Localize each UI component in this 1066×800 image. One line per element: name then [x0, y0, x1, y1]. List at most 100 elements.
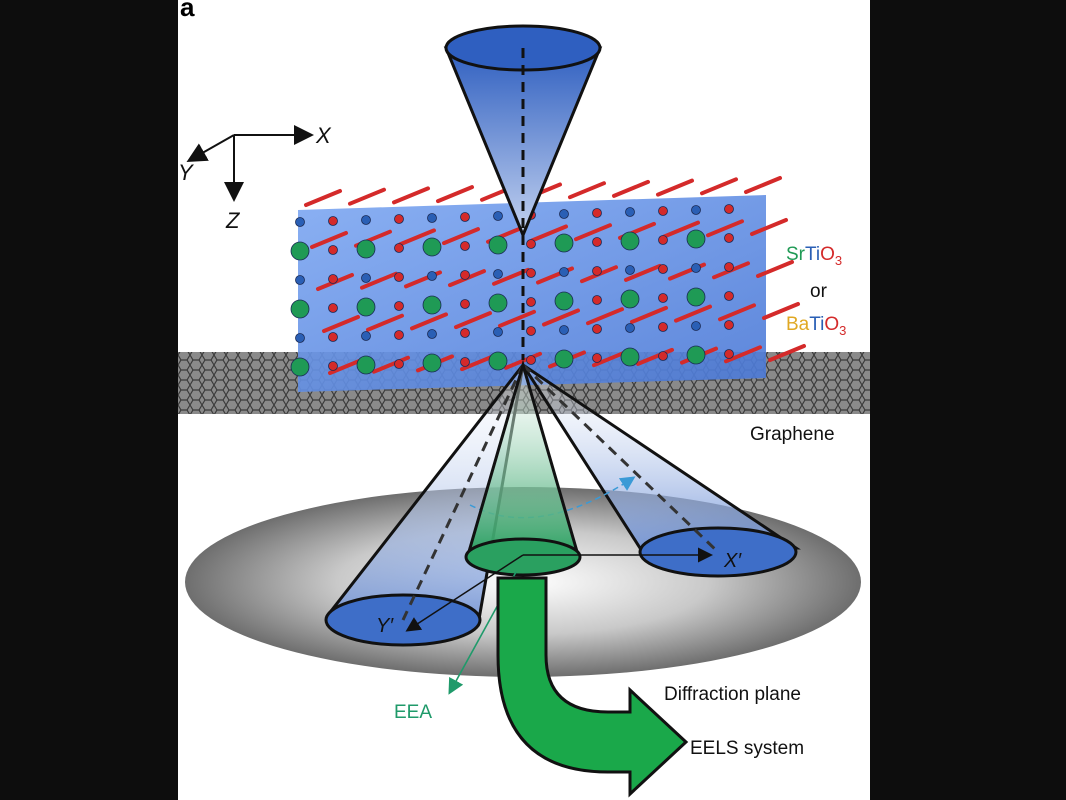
- y-axis-label: Y: [178, 160, 194, 185]
- lattice-atom: [361, 331, 371, 341]
- a-site-atom: [356, 355, 376, 375]
- lattice-atom: [592, 324, 602, 334]
- eels-system-label: EELS system: [690, 738, 804, 759]
- oxygen-rod: [574, 223, 612, 242]
- oxygen-rod: [372, 355, 410, 374]
- a-site-atom: [356, 297, 376, 317]
- graphene-label: Graphene: [750, 424, 835, 445]
- lattice-atom: [625, 323, 635, 333]
- oxygen-rod: [398, 228, 436, 247]
- eels-arrow: [496, 576, 689, 798]
- lattice-atom: [526, 268, 536, 278]
- x-axis-label: X: [315, 123, 332, 148]
- material-label: SrTiO3 or BaTiO3: [786, 244, 846, 338]
- oxygen-rod: [366, 313, 404, 332]
- diffracted-cone-x: [521, 363, 801, 578]
- incident-beam-cone: [443, 24, 603, 360]
- oxygen-rod: [498, 309, 536, 328]
- eea-label: EEA: [394, 702, 432, 723]
- a-site-atom: [686, 345, 706, 365]
- oxygen-rod: [700, 177, 738, 196]
- lattice-atom: [328, 332, 338, 342]
- oxygen-rod: [624, 263, 662, 282]
- lattice-atom: [427, 213, 437, 223]
- lattice-atom: [460, 241, 470, 251]
- oxygen-rod: [530, 224, 568, 243]
- lattice-atom: [394, 214, 404, 224]
- z-axis-label: Z: [225, 208, 241, 233]
- lattice-atom: [658, 206, 668, 216]
- lattice-atom: [493, 211, 503, 221]
- schematic: a X Y Z: [178, 0, 870, 798]
- a-site-atom: [356, 239, 376, 259]
- oxygen-rod: [750, 218, 788, 236]
- y-prime-label: Y′: [376, 615, 394, 637]
- lattice-atom: [658, 235, 668, 245]
- lattice-atom: [493, 327, 503, 337]
- lattice-atom: [394, 272, 404, 282]
- oxygen-rod: [442, 227, 480, 246]
- or-label: or: [810, 281, 828, 302]
- o-label-2: O: [824, 314, 839, 335]
- o-sub-2: 3: [839, 323, 846, 338]
- oxygen-rod: [586, 307, 624, 326]
- lattice-atom: [691, 263, 701, 273]
- figure-panel: a X Y Z: [178, 0, 870, 800]
- lattice-atom: [559, 267, 569, 277]
- a-site-atom: [422, 295, 442, 315]
- lattice-atom: [526, 355, 536, 365]
- lattice-atom: [592, 266, 602, 276]
- lattice-atom: [394, 243, 404, 253]
- a-site-atom: [290, 241, 310, 261]
- lattice-atom: [460, 299, 470, 309]
- svg-text:BaTiO3: BaTiO3: [786, 314, 846, 338]
- oxygen-rod: [310, 231, 348, 249]
- lattice-atom: [724, 291, 734, 301]
- oxygen-rod: [568, 181, 606, 200]
- lattice-atom: [724, 349, 734, 359]
- a-site-atom: [488, 235, 508, 255]
- a-site-atom: [422, 353, 442, 373]
- a-site-atom: [620, 347, 640, 367]
- ba-label: Ba: [786, 314, 810, 335]
- lattice-atom: [460, 270, 470, 280]
- a-site-atom: [488, 351, 508, 371]
- a-site-atom: [290, 357, 310, 377]
- lattice-atom: [592, 295, 602, 305]
- oxygen-rod: [348, 187, 386, 206]
- lattice-atom: [526, 239, 536, 249]
- oxygen-rod: [756, 260, 794, 278]
- lattice-atom: [658, 264, 668, 274]
- oxygen-rod: [542, 308, 580, 327]
- lattice-atom: [328, 216, 338, 226]
- oxygen-rod: [360, 271, 398, 290]
- a-site-atom: [554, 349, 574, 369]
- oxygen-rod: [744, 176, 782, 194]
- lattice-atom: [658, 293, 668, 303]
- crystal-lattice: [290, 176, 806, 392]
- sr-label: Sr: [786, 244, 806, 265]
- lattice-atom: [724, 233, 734, 243]
- a-site-atom: [554, 233, 574, 253]
- lattice-atom: [361, 215, 371, 225]
- lattice-atom: [691, 205, 701, 215]
- oxygen-rod: [322, 315, 360, 333]
- oxygen-rod: [656, 178, 694, 197]
- lattice-atom: [295, 333, 305, 343]
- oxygen-rod: [762, 302, 800, 320]
- oxygen-rod: [454, 311, 492, 330]
- lattice-atom: [460, 212, 470, 222]
- lattice-atom: [328, 245, 338, 255]
- oxygen-rod: [304, 189, 342, 207]
- oxygen-rod: [630, 305, 668, 324]
- lattice-atom: [460, 357, 470, 367]
- lattice-atom: [658, 322, 668, 332]
- o-sub-1: 3: [835, 253, 842, 268]
- lattice-atom: [493, 269, 503, 279]
- lattice-atom: [328, 361, 338, 371]
- axis-system: X Y Z: [178, 123, 332, 233]
- svg-text:SrTiO3: SrTiO3: [786, 244, 842, 268]
- oxygen-rod: [612, 179, 650, 198]
- lattice-atom: [592, 237, 602, 247]
